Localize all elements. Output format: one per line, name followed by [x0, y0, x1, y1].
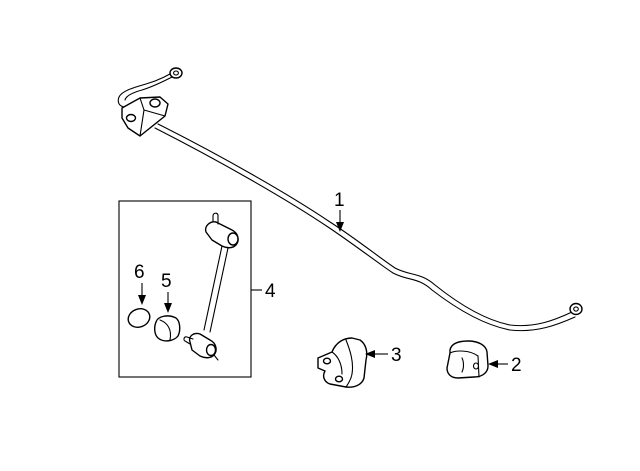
callout-label-2: 2 [511, 355, 522, 376]
callout-label-6: 6 [134, 262, 145, 283]
callout-label-1: 1 [334, 190, 345, 211]
callout-label-5: 5 [161, 271, 172, 292]
callout-6: 6 [134, 262, 146, 305]
bushing-bracket[interactable] [317, 337, 368, 388]
callout-label-4: 4 [265, 281, 276, 302]
callout-label-3: 3 [391, 345, 402, 366]
bushing[interactable] [446, 340, 489, 379]
stabilizer-link[interactable] [183, 212, 239, 361]
stabilizer-bar[interactable] [117, 67, 583, 332]
link-retainer-ring[interactable] [126, 306, 153, 330]
callout-4: 4 [251, 281, 276, 302]
callout-5: 5 [161, 271, 172, 313]
link-kit-box [118, 200, 252, 378]
callout-2: 2 [488, 355, 522, 376]
callout-1: 1 [334, 190, 345, 232]
link-boot[interactable] [153, 315, 181, 342]
callout-3: 3 [365, 345, 402, 366]
